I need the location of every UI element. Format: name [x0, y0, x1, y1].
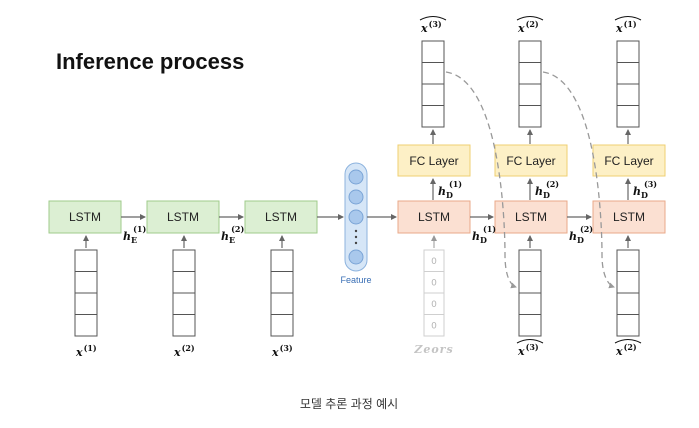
decoder-input-stack-3	[616, 249, 640, 337]
encoder-hidden-label-2: hE(2)	[221, 224, 244, 245]
fc-layer-box-1	[397, 144, 471, 177]
encoder-input-label-2: x(2)	[173, 343, 195, 359]
encoder-lstm-label-2: LSTM	[167, 210, 199, 224]
diagram-title: Inference process	[56, 49, 244, 74]
svg-text:x(3): x(3)	[517, 342, 539, 358]
feature-label: Feature	[340, 275, 371, 285]
decoder-output-stack-3	[616, 40, 640, 128]
encoder-lstm-box-2	[146, 200, 220, 234]
decoder: x(3) x(2) x(1) FC Layer FC Layer FC Laye…	[397, 16, 666, 358]
encoder-input-label-3: x(3)	[271, 343, 293, 359]
svg-text:x(2): x(2)	[517, 19, 539, 35]
decoder-input-label-2: x(3)	[516, 339, 544, 358]
fc-layer-label-1: FC Layer	[409, 154, 458, 168]
encoder: x(1) x(2) x(3) LSTM LSTM LSTM hE(1) hE(2…	[48, 200, 318, 359]
decoder-input-label-3: x(2)	[614, 339, 642, 358]
decoder-fc-hidden-label-1: hD(1)	[438, 179, 462, 200]
zero-cell: 0	[431, 300, 437, 310]
feature-node	[348, 249, 364, 265]
feature-node	[348, 209, 364, 225]
encoder-input-stack-3	[270, 249, 294, 337]
ellipsis-dot	[354, 229, 358, 233]
decoder-lstm-box-1	[397, 200, 471, 234]
encoder-lstm-box-1	[48, 200, 122, 234]
fc-layer-box-2	[494, 144, 568, 177]
decoder-fc-hidden-label-3: hD(3)	[633, 179, 657, 200]
zeros-label: Zeors	[413, 343, 453, 356]
fc-layer-box-3	[592, 144, 666, 177]
decoder-lstm-label-2: LSTM	[515, 210, 547, 224]
decoder-output-stack-1	[421, 40, 445, 128]
fc-layer-label-3: FC Layer	[604, 154, 653, 168]
fc-layer-label-2: FC Layer	[506, 154, 555, 168]
zero-cell: 0	[431, 322, 437, 332]
encoder-input-stack-1	[74, 249, 98, 337]
ellipsis-dot	[354, 241, 358, 245]
svg-text:x(3): x(3)	[420, 19, 442, 35]
decoder-output-stack-2	[518, 40, 542, 128]
decoder-hidden-label-1: hD(1)	[472, 224, 496, 245]
decoder-output-label-3: x(1)	[614, 16, 642, 35]
decoder-lstm-box-2	[494, 200, 568, 234]
decoder-lstm-label-3: LSTM	[613, 210, 645, 224]
encoder-lstm-label-3: LSTM	[265, 210, 297, 224]
decoder-input-stack-2	[518, 249, 542, 337]
feedback-arrow-2	[542, 71, 615, 289]
encoder-lstm-box-3	[244, 200, 318, 234]
zero-cell: 0	[431, 257, 437, 267]
feedback-arrow-1	[445, 71, 517, 289]
decoder-fc-hidden-label-2: hD(2)	[535, 179, 559, 200]
decoder-output-label-1: x(3)	[419, 16, 447, 35]
encoder-input-label-1: x(1)	[75, 343, 97, 359]
feature-node	[348, 189, 364, 205]
decoder-hidden-label-2: hD(2)	[569, 224, 593, 245]
ellipsis-dot	[354, 235, 358, 239]
encoder-hidden-label-1: hE(1)	[123, 224, 146, 245]
feature-node	[348, 169, 364, 185]
decoder-output-label-2: x(2)	[516, 16, 544, 35]
feature-vector: Feature	[317, 162, 397, 285]
svg-text:x(2): x(2)	[615, 342, 637, 358]
svg-text:x(1): x(1)	[615, 19, 637, 35]
zero-cell: 0	[431, 279, 437, 289]
encoder-input-stack-2	[172, 249, 196, 337]
decoder-lstm-box-3	[592, 200, 666, 234]
figure-caption: 모델 추론 과정 예시	[300, 397, 398, 411]
zeros-input-stack: 0 0 0 0	[423, 249, 445, 337]
decoder-lstm-label-1: LSTM	[418, 210, 450, 224]
encoder-lstm-label-1: LSTM	[69, 210, 101, 224]
